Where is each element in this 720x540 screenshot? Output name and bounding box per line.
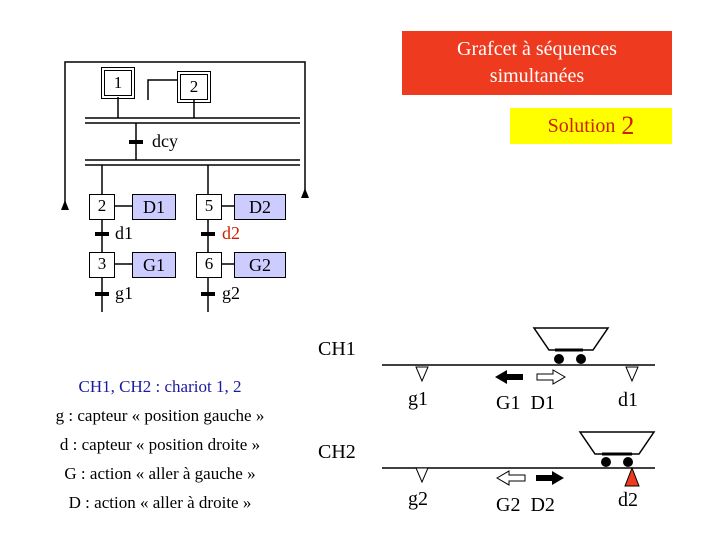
loop-line-outer (64, 61, 306, 210)
loop-arrow-left (61, 200, 69, 210)
sensor-g1-label: g1 (408, 388, 428, 410)
step-6: 6 (196, 252, 222, 278)
step-5: 5 (196, 194, 222, 220)
title-box: Grafcet à séquences simultanées (402, 31, 672, 95)
sensor-g2-label: g2 (408, 488, 428, 510)
grafcet-lines (64, 61, 306, 312)
cart1-body (532, 327, 610, 351)
sensor-d1-label: d1 (618, 389, 638, 411)
legend-line: CH1, CH2 : chariot 1, 2 (78, 377, 242, 396)
cart2-wheel-left (601, 457, 611, 467)
loop-arrow-right (301, 188, 309, 198)
solution-number: 2 (621, 111, 635, 140)
sensor-d2-label: d2 (618, 489, 638, 511)
cart2-body (578, 431, 656, 455)
sensor-d2-active-icon (624, 466, 640, 487)
solution-label: Solution (547, 114, 616, 137)
transition-d2-label: d2 (222, 223, 240, 243)
track1-actions-label: G1 D1 (496, 392, 555, 414)
track2-actions-label: G2 D2 (496, 494, 555, 516)
cart1-wheel-left (554, 354, 564, 364)
cart1-wheel-right (576, 354, 586, 364)
step-3: 3 (89, 252, 115, 278)
transition-dcy-label: dcy (152, 131, 178, 151)
cart2-wheel-right (623, 457, 633, 467)
loop-line-inner (147, 79, 178, 100)
legend: CH1, CH2 : chariot 1, 2 g : capteur « po… (30, 372, 290, 517)
legend-line: d : capteur « position droite » (59, 435, 261, 454)
transition-marks (95, 140, 215, 296)
solution-box: Solution 2 (510, 108, 672, 144)
arrow-right-d1-icon (536, 369, 566, 385)
transition-d1-label: d1 (115, 223, 133, 243)
action-g2: G2 (234, 252, 286, 278)
legend-line: D : action « aller à droite » (68, 493, 252, 512)
transition-g2-label: g2 (222, 283, 240, 303)
arrow-right-d2-icon (536, 471, 564, 485)
sensor-d1-icon (625, 366, 639, 383)
action-d1: D1 (132, 194, 176, 220)
arrow-left-g2-icon (496, 470, 526, 486)
initial-step-1: 1 (101, 67, 135, 99)
legend-line: G : action « aller à gauche » (64, 464, 256, 483)
track1-name: CH1 (318, 338, 356, 360)
title-line-2: simultanées (489, 65, 585, 87)
action-d2: D2 (234, 194, 286, 220)
arrow-left-g1-icon (495, 370, 523, 384)
sensor-g2-icon (415, 467, 429, 484)
title-line-1: Grafcet à séquences (457, 38, 617, 60)
action-g1: G1 (132, 252, 176, 278)
transition-g1-label: g1 (115, 283, 133, 303)
legend-line: g : capteur « position gauche » (55, 406, 265, 425)
track2-name: CH2 (318, 441, 356, 463)
step-2: 2 (89, 194, 115, 220)
initial-step-2: 2 (177, 71, 211, 103)
sensor-g1-icon (415, 366, 429, 383)
